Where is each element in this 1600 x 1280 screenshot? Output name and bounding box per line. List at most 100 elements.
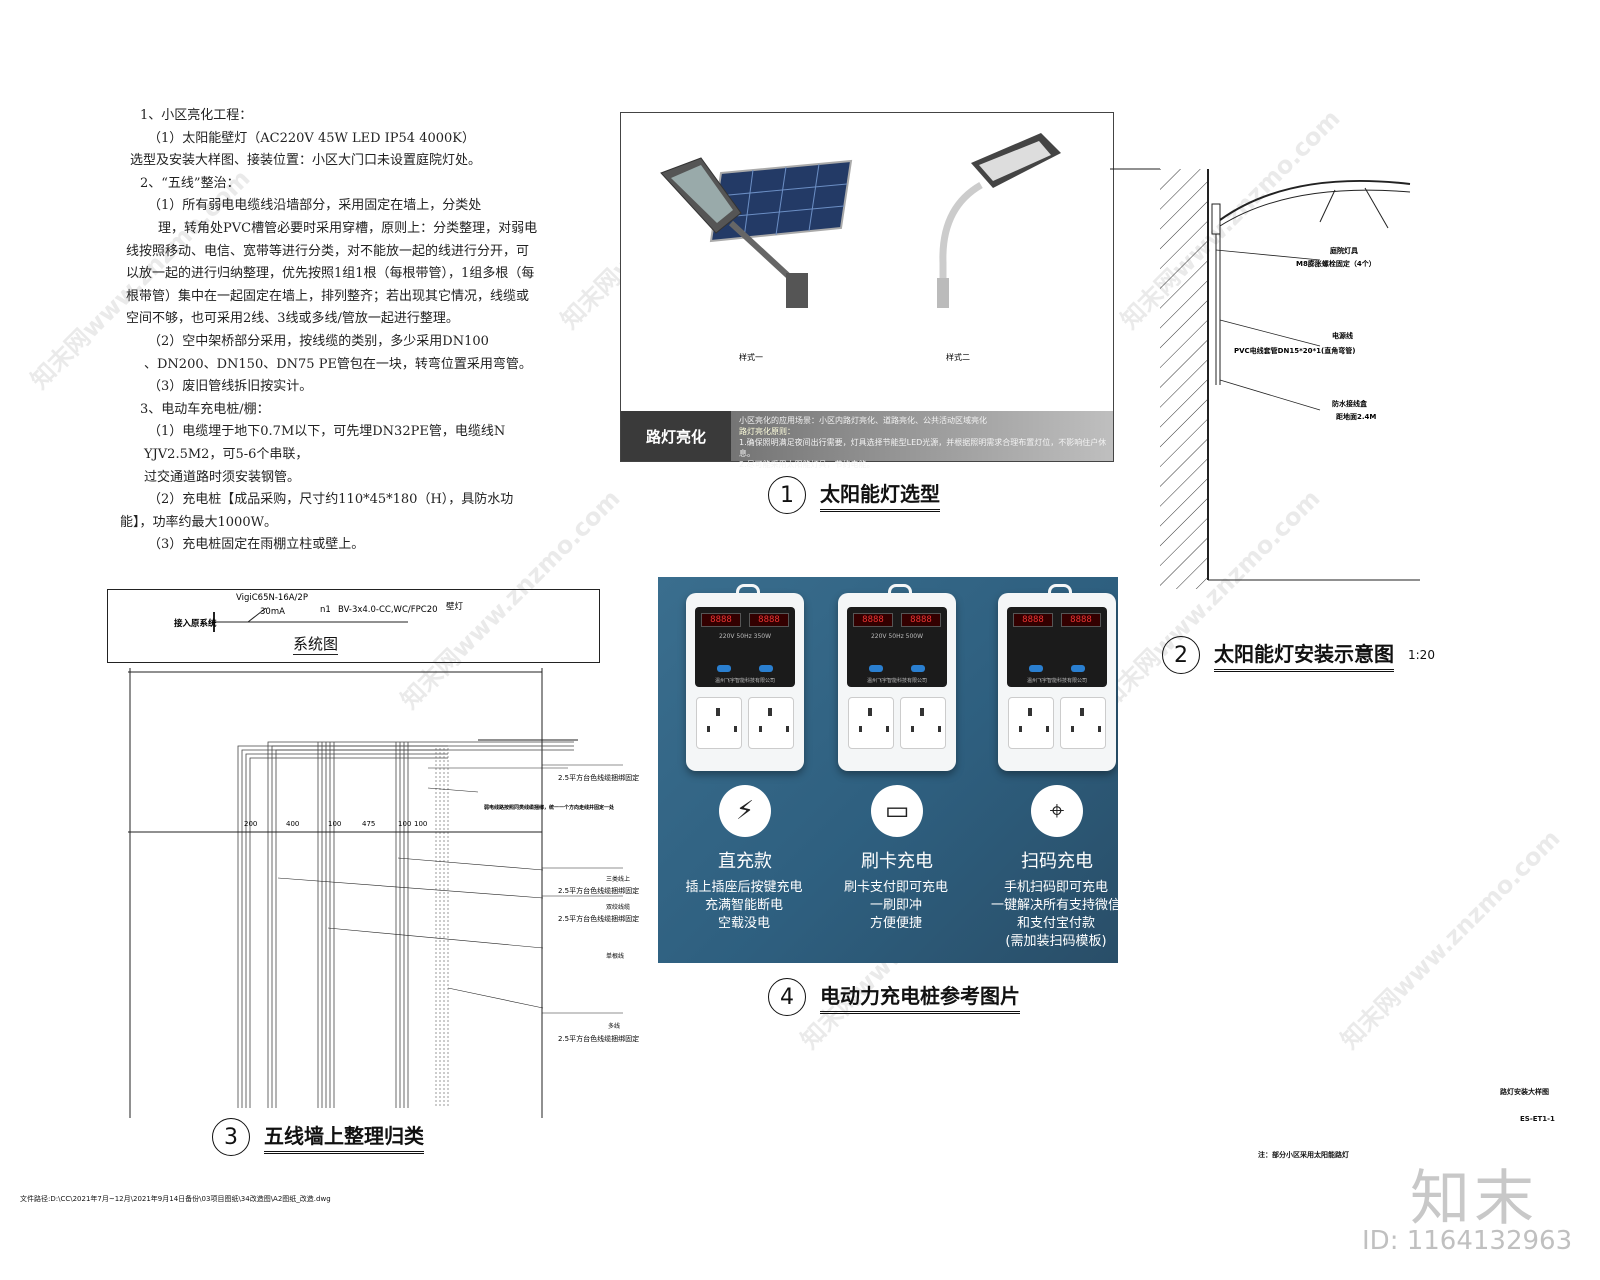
note-line: （1）太阳能壁灯（AC220V 45W LED IP54 4000K） (148, 130, 476, 146)
note-line: 能】，功率约最大1000W。 (120, 514, 277, 530)
note-line: （3）废旧管线拆旧按实计。 (148, 379, 313, 395)
scan-icon: ⌖ (1031, 785, 1083, 837)
plug-icon: ⚡ (719, 785, 771, 837)
breaker-label: VigiC65N-16A/2P (236, 593, 308, 603)
charger-description-line: 空载没电 (717, 916, 770, 931)
charger-description-line: 和支付宝付款 (1016, 916, 1095, 931)
charger-description: 刷卡支付即可充电一刷即冲方便便捷 (816, 879, 976, 933)
charger-button (1029, 665, 1043, 672)
street-lamp-icon (937, 133, 1061, 308)
seg-display: 8888 (749, 613, 789, 627)
hanger-hook (888, 584, 912, 599)
footer-code: ES-ET1-1 (1520, 1115, 1555, 1123)
charger-title: 刷卡充电 (861, 851, 933, 872)
system-diagram: VigiC65N-16A/2P 30mA n1 BV-3x4.0-CC,WC/F… (107, 589, 600, 663)
charger-description-line: (需加装扫码模板) (1005, 934, 1107, 949)
wall-label: 三类线上 (606, 875, 630, 883)
circuit-label: n1 (320, 605, 331, 615)
dim-label: 100 (414, 820, 427, 828)
banner-text: 小区亮化的应用场景：小区内路灯亮化、道路亮化、公共活动区域亮化 路灯亮化原则： … (739, 415, 1107, 470)
footer-note: 注：部分小区采用太阳能路灯 (1258, 1151, 1349, 1159)
charger-description-line: 充满智能断电 (704, 898, 783, 913)
caption-4: 4 电动力充电桩参考图片 (768, 978, 1020, 1016)
note-line: （2）充电桩【成品采购，尺寸约110*45*180（H），具防水功 (148, 492, 514, 508)
note-line: 线按照移动、电信、宽带等进行分类，对不能放一起的线进行分开，可 (126, 243, 530, 259)
note-line: （3）充电桩固定在雨棚立柱或壁上。 (148, 537, 365, 553)
charger-spec: 220V 50Hz 350W (718, 633, 772, 640)
power-socket (748, 697, 794, 749)
charger-description-line: 刷卡支付即可充电 (843, 880, 948, 895)
caption-number: 1 (768, 476, 806, 514)
lamp-illustrations: 样式一 样式二 (660, 133, 1061, 362)
dim-label: 100 (328, 820, 341, 828)
charger-button (1071, 665, 1085, 672)
banner-line: 小区亮化的应用场景：小区内路灯亮化、道路亮化、公共活动区域亮化 (739, 416, 987, 425)
charger-spec: 220V 50Hz 500W (870, 633, 924, 640)
seg-display: 8888 (701, 613, 741, 627)
caption-1: 1 太阳能灯选型 (768, 476, 940, 514)
power-socket (696, 697, 742, 749)
seg-display: 8888 (1061, 613, 1101, 627)
leak-label: 30mA (260, 607, 285, 617)
source-label: 接入原系统 (174, 618, 217, 629)
charger-description: 插上插座后按键充电充满智能断电空载没电 (664, 879, 824, 933)
solar-lamp-photo: 样式一 样式二 路灯亮化 小区亮化的应用场景：小区内路灯亮化、道路亮化、公共活动… (620, 112, 1114, 469)
card-icon: ▭ (871, 785, 923, 837)
charger-button (717, 665, 731, 672)
watermark: 知末网www.znzmo.com (1335, 824, 1566, 1055)
note-line: 以放一起的进行归纳整理，优先按照1组1根（每根带管），1组多根（每 (126, 266, 535, 282)
wall-label: 2.5平方台色线缆捆绑固定 (558, 1034, 639, 1043)
lamp-banner: 路灯亮化 小区亮化的应用场景：小区内路灯亮化、道路亮化、公共活动区域亮化 路灯亮… (621, 411, 1113, 469)
charger-brand: 温州飞宇智能科技有限公司 (1026, 678, 1087, 684)
charger-description-line: 一刷即冲 (869, 898, 922, 913)
wall-label: 2.5平方台色线缆捆绑固定 (558, 914, 639, 923)
wall-label: 2.5平方台色线缆捆绑固定 (558, 886, 639, 895)
caption-3: 3 五线墙上整理归类 (212, 1118, 424, 1156)
style2-label: 样式二 (946, 352, 970, 362)
install-label: 距地面2.4M (1336, 412, 1376, 421)
note-line: （2）空中架桥部分采用，按线缆的类别，多少采用DN100 (148, 333, 489, 349)
note-line: 选型及安装大样图、接装位置：小区大门口未设置庭院灯处。 (130, 153, 482, 169)
note-line: 3、电动车充电桩/棚： (140, 401, 270, 417)
dim-label: 400 (286, 820, 299, 828)
hanger-hook (1048, 584, 1072, 599)
power-socket (1008, 697, 1054, 749)
wall-wiring-diagram: 200 400 100 475 100 100 2.5平方台色线缆捆绑固定 弱电… (128, 668, 639, 1118)
construction-notes: 1、小区亮化工程： （1）太阳能壁灯（AC220V 45W LED IP54 40… (120, 105, 590, 557)
banner-line: 2.尽可能采用太阳能灯具，节约电能。 (739, 460, 875, 469)
charger-screen: 8888 8888 220V 50Hz 350W 温州飞宇智能科技有限公司 (695, 607, 795, 687)
charger-button (759, 665, 773, 672)
banner-label: 路灯亮化 (621, 411, 731, 461)
caption-number: 3 (212, 1118, 250, 1156)
load-label: 壁灯 (446, 601, 464, 612)
install-label: 庭院灯具 (1330, 246, 1358, 255)
caption-scale: 1:20 (1408, 648, 1435, 662)
seg-display: 8888 (901, 613, 941, 627)
brand-logo: 知末 (1410, 1164, 1538, 1234)
note-line: （1）所有弱电电缆线沿墙部分，采用固定在墙上，分类处 (148, 198, 482, 214)
caption-2: 2 太阳能灯安装示意图 1:20 (1162, 636, 1435, 674)
wall-label: 多线 (608, 1022, 620, 1030)
charger-description-line: 手机扫码即可充电 (1003, 880, 1108, 895)
charger-description-line: 插上插座后按键充电 (685, 880, 803, 895)
install-diagram: 庭院灯具 M8膨胀螺栓固定（4个） 电源线 PVC电线套管DN15*20*1(直… (1110, 168, 1420, 589)
charger-title: 扫码充电 (1021, 851, 1093, 872)
charger-brand: 温州飞宇智能科技有限公司 (866, 678, 927, 684)
note-line: （1）电缆埋于地下0.7M以下，可先埋DN32PE管，电缆线N (148, 424, 506, 440)
wall-label: 单根线 (606, 952, 624, 960)
note-line: 根带管）集中在一起固定在墙上，排列整齐；若出现其它情况，线缆或 (126, 288, 530, 304)
charger-button (869, 665, 883, 672)
power-socket (1060, 697, 1106, 749)
charger-button (911, 665, 925, 672)
note-line: 1、小区亮化工程： (140, 108, 253, 123)
charger-description: 手机扫码即可充电一键解决所有支持微信和支付宝付款(需加装扫码模板) (976, 879, 1118, 951)
charger-description-line: 方便便捷 (869, 916, 922, 931)
install-label: M8膨胀螺栓固定（4个） (1296, 259, 1376, 268)
note-line: YJV2.5M2，可5-6个串联， (144, 446, 309, 462)
charger-brand: 温州飞宇智能科技有限公司 (714, 678, 775, 684)
caption-title: 五线墙上整理归类 (264, 1120, 424, 1154)
